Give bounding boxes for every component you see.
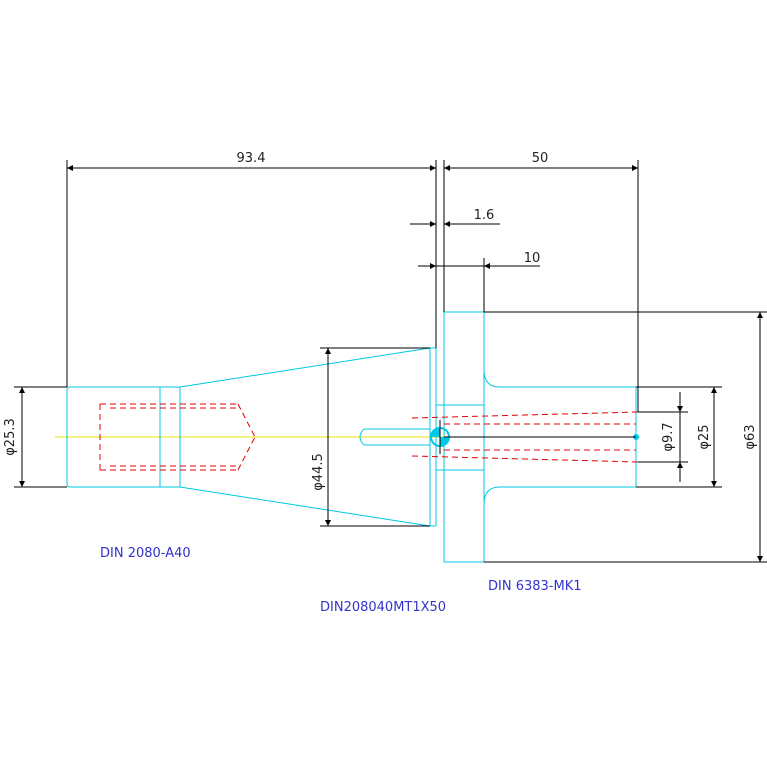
dim-dia-taper: φ44.5 — [311, 453, 326, 491]
hidden-lines — [99, 403, 639, 471]
dim-flange-gap: 1.6 — [474, 208, 495, 223]
dim-flange-offset: 10 — [524, 251, 541, 266]
dim-dia-bore: φ9.7 — [661, 422, 676, 451]
label-spec-mk1: DIN 6383-MK1 — [488, 579, 582, 594]
label-spec-a40: DIN 2080-A40 — [100, 546, 191, 561]
part-outline — [66, 311, 637, 563]
dim-dia-hub: φ25 — [697, 424, 712, 449]
dim-overall-left: 93.4 — [237, 151, 266, 166]
dim-dia-flange: φ63 — [743, 424, 758, 449]
dim-dia-shank: φ25.3 — [3, 418, 18, 456]
label-part-code: DIN208040MT1X50 — [320, 600, 446, 615]
dimension-lines — [14, 160, 767, 563]
dim-overall-right: 50 — [532, 151, 549, 166]
